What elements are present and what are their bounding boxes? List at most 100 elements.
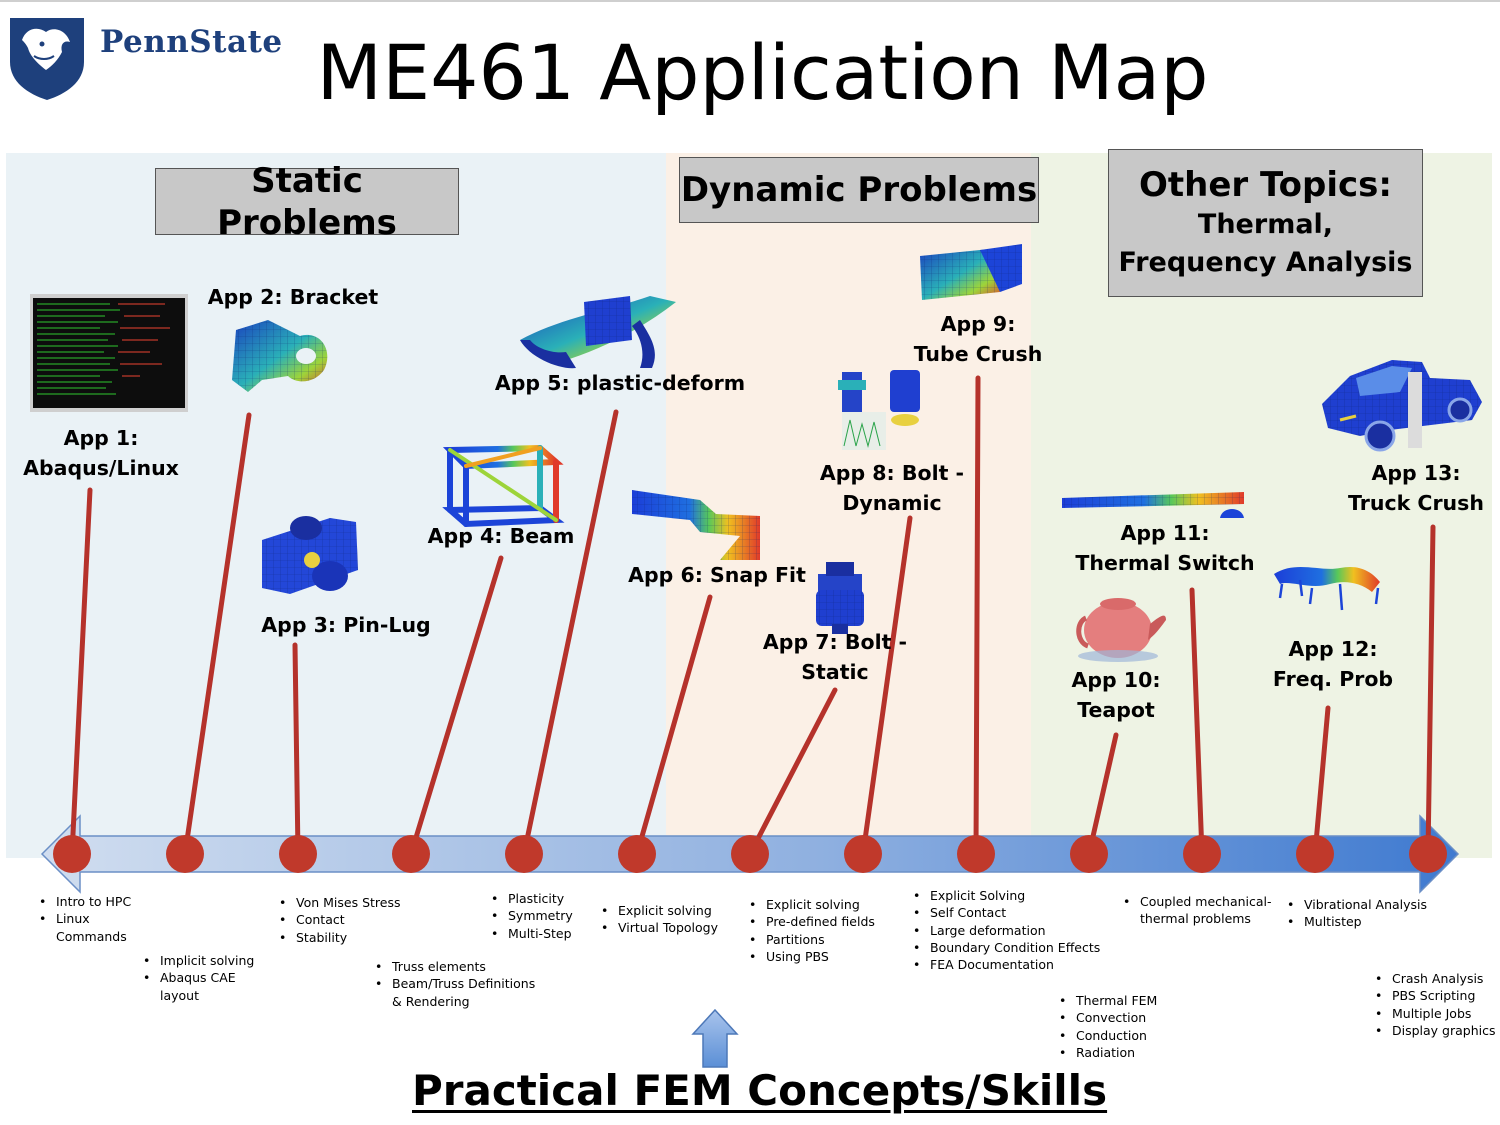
concept-item: Plasticity: [488, 890, 573, 908]
app-label-line: Thermal Switch: [1075, 551, 1255, 575]
app-label-9[interactable]: App 9: Tube Crush: [828, 309, 1128, 369]
timeline-node-app-4[interactable]: [392, 835, 430, 873]
concept-item: Von Mises Stress: [276, 894, 401, 912]
app-label-7[interactable]: App 7: Bolt -Static: [685, 627, 985, 687]
category-other-title: Other Topics:: [1138, 165, 1393, 205]
truck-model-image: [1322, 360, 1482, 452]
timeline-node-app-13[interactable]: [1409, 835, 1447, 873]
timeline-node-app-6[interactable]: [618, 835, 656, 873]
concept-item: Truss elements: [372, 958, 535, 976]
concept-list-app-13: Crash AnalysisPBS ScriptingMultiple Jobs…: [1372, 970, 1496, 1039]
footer-concepts-label: Practical FEM Concepts/Skills: [412, 1066, 1108, 1115]
connector-line-app-13: [1425, 524, 1436, 857]
concept-item: Display graphics: [1372, 1022, 1496, 1040]
concept-item: Coupled mechanical-: [1120, 893, 1272, 911]
app-label-line: App 7: Bolt -: [762, 630, 908, 654]
concept-item: layout: [160, 987, 200, 1003]
app-label-line: App 3: Pin-Lug: [261, 613, 431, 637]
app-label-line: Tube Crush: [913, 342, 1043, 366]
concept-item: PBS Scripting: [1372, 987, 1496, 1005]
app-label-line: App 5: plastic-deform: [494, 371, 746, 395]
connector-line-app-10: [1086, 732, 1119, 857]
concept-item: Multistep: [1284, 913, 1427, 931]
concept-item: Linux: [36, 910, 131, 928]
concept-item: Explicit solving: [746, 896, 875, 914]
timeline-node-app-10[interactable]: [1070, 835, 1108, 873]
concept-item: Intro to HPC: [36, 893, 131, 911]
snap-fit-model-image: [632, 490, 760, 560]
app-label-3[interactable]: App 3: Pin-Lug: [196, 610, 496, 640]
app-label-line: App 13:: [1371, 461, 1461, 485]
app-label-line: App 2: Bracket: [207, 285, 379, 309]
timeline-node-app-8[interactable]: [844, 835, 882, 873]
connector-lines: [69, 375, 1436, 857]
concept-item: Beam/Truss Definitions: [372, 975, 535, 993]
page-title: ME461 Application Map: [316, 28, 1209, 117]
concept-list-app-8: Explicit SolvingSelf ContactLarge deform…: [910, 887, 1100, 974]
timeline-node-app-9[interactable]: [957, 835, 995, 873]
category-other: Other Topics: Thermal, Frequency Analysi…: [1108, 149, 1423, 297]
up-arrow-icon: [691, 1008, 739, 1068]
concept-item: Multi-Step: [488, 925, 573, 943]
timeline-node-app-5[interactable]: [505, 835, 543, 873]
concept-item: Large deformation: [910, 922, 1100, 940]
concept-list-app-5: PlasticitySymmetryMulti-Step: [488, 890, 573, 942]
concept-item: Implicit solving: [140, 952, 254, 970]
concept-item: Abaqus CAE: [140, 969, 254, 987]
app-label-1[interactable]: App 1: Abaqus/Linux: [0, 423, 251, 483]
timeline-node-app-11[interactable]: [1183, 835, 1221, 873]
connector-line-app-6: [634, 594, 713, 857]
app-label-10[interactable]: App 10:Teapot: [966, 665, 1266, 725]
terminal-screenshot-image: [30, 294, 188, 412]
timeline-node-app-1[interactable]: [53, 835, 91, 873]
concept-list-app-4: Truss elementsBeam/Truss Definitions& Re…: [372, 958, 535, 1010]
app-label-line: App 11:: [1120, 521, 1210, 545]
app-label-line: App 12:: [1288, 637, 1378, 661]
concept-item: thermal problems: [1140, 911, 1251, 927]
app-label-12[interactable]: App 12:Freq. Prob: [1183, 634, 1483, 694]
tube-crush-model-image: [920, 244, 1022, 300]
category-dynamic: Dynamic Problems: [679, 157, 1039, 223]
frequency-model-image: [1274, 566, 1380, 611]
category-static: Static Problems: [155, 161, 459, 243]
timeline-node-app-3[interactable]: [279, 835, 317, 873]
concept-list-app-7: Explicit solvingPre-defined fieldsPartit…: [746, 896, 875, 965]
timeline-node-app-12[interactable]: [1296, 835, 1334, 873]
app-label-4[interactable]: App 4: Beam: [351, 521, 651, 551]
concept-item: Symmetry: [488, 907, 573, 925]
timeline-nodes: [53, 835, 1447, 873]
app-label-2[interactable]: App 2: Bracket: [143, 282, 443, 312]
plastic-deform-model-image: [520, 296, 676, 369]
concept-item: Thermal FEM: [1056, 992, 1157, 1010]
pin-lug-model-image: [262, 516, 358, 594]
concept-item: FEA Documentation: [910, 956, 1100, 974]
concept-item: Partitions: [746, 931, 875, 949]
bolt-static-model-image: [816, 562, 864, 634]
concept-item: Using PBS: [746, 948, 875, 966]
timeline-node-app-2[interactable]: [166, 835, 204, 873]
pennstate-shield-icon: [10, 18, 84, 100]
app-label-line: App 9:: [940, 312, 1016, 336]
app-label-11[interactable]: App 11: Thermal Switch: [1015, 518, 1315, 578]
app-label-8[interactable]: App 8: Bolt -Dynamic: [742, 458, 1042, 518]
app-label-5[interactable]: App 5: plastic-deform: [470, 368, 770, 398]
app-label-13[interactable]: App 13:Truck Crush: [1266, 458, 1500, 518]
concept-item: Virtual Topology: [598, 919, 718, 937]
app-label-6[interactable]: App 6: Snap Fit: [567, 560, 867, 590]
app-label-line: App 1:: [63, 426, 139, 450]
app-label-line: Abaqus/Linux: [23, 456, 179, 480]
connector-line-app-5: [521, 409, 619, 857]
app-label-line: App 6: Snap Fit: [628, 563, 806, 587]
bolt-dynamic-model-image: [838, 370, 920, 450]
teapot-model-image: [1076, 598, 1166, 662]
concept-item: Crash Analysis: [1372, 970, 1496, 988]
brand-wordmark: PennState: [100, 24, 283, 60]
concept-item: Multiple Jobs: [1372, 1005, 1496, 1023]
timeline-node-app-7[interactable]: [731, 835, 769, 873]
concept-list-app-1: Intro to HPCLinuxCommands: [36, 893, 131, 945]
concept-item: Stability: [276, 929, 401, 947]
concept-item: Self Contact: [910, 904, 1100, 922]
concept-list-app-3: Von Mises StressContactStability: [276, 894, 401, 946]
